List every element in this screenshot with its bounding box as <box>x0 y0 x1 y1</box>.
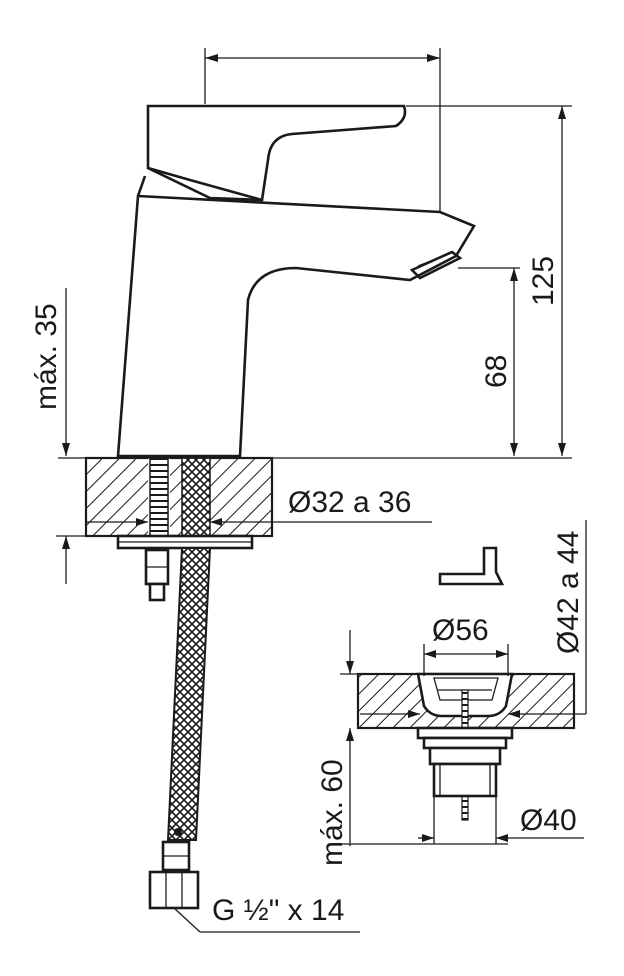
braided-hose <box>166 547 212 841</box>
hose-nut <box>148 870 200 910</box>
faucet-main-body <box>116 194 476 458</box>
faucet-body <box>116 104 476 458</box>
label-max-deck-thickness: máx. 35 <box>30 303 63 410</box>
drain-body <box>432 762 498 798</box>
drain-cap <box>438 546 505 586</box>
label-drain-body-diameter: Ø40 <box>520 804 577 837</box>
countertop-section <box>84 456 274 538</box>
label-hole-diameter-faucet: Ø32 a 36 <box>288 486 411 519</box>
label-max-drain-depth: máx. 60 <box>316 759 349 866</box>
lever-handle <box>146 104 407 202</box>
label-height-spout: 68 <box>480 355 513 388</box>
label-drain-flange-diameter: Ø56 <box>432 614 489 647</box>
label-connection-thread: G ½" x 14 <box>212 894 344 927</box>
label-height-total: 125 <box>527 256 560 306</box>
label-hole-diameter-drain: Ø42 a 44 <box>552 531 585 654</box>
drain-detail <box>340 520 587 846</box>
dimension-lines <box>56 48 572 933</box>
